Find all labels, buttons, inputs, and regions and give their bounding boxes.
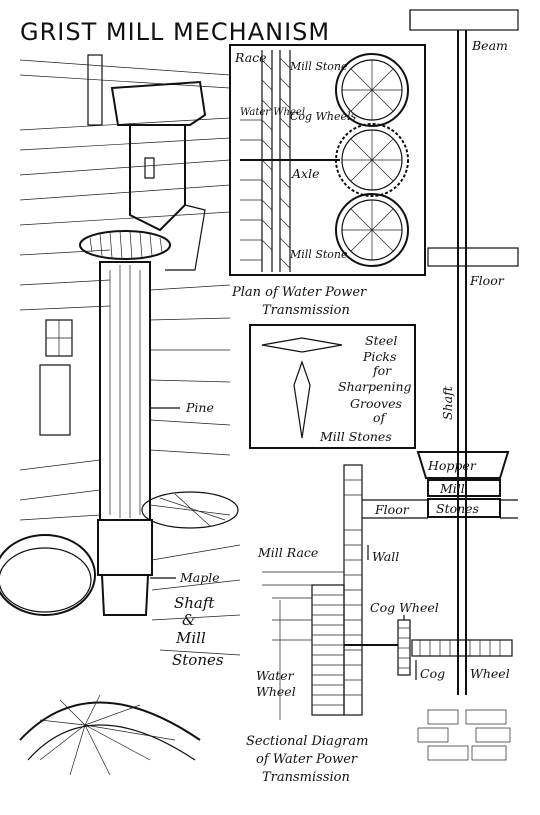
picks-line7: Mill Stones: [319, 429, 392, 444]
label-race: Race: [234, 50, 267, 65]
mill-stone-gear-top: [335, 53, 409, 127]
picks-line4: Sharpening: [338, 379, 412, 394]
label-floor-top: Floor: [469, 273, 505, 288]
label-mill: Mill: [439, 481, 465, 496]
label-water-wheel-2: Wheel: [256, 684, 296, 699]
label-stones: Stones: [172, 651, 224, 669]
label-shaft: Shaft: [174, 594, 215, 612]
label-water-wheel: Water Wheel: [240, 107, 305, 118]
picks-line3: for: [372, 363, 392, 378]
label-hopper: Hopper: [427, 458, 477, 473]
label-cog: Cog: [420, 666, 445, 681]
section-caption-line1: Sectional Diagram: [246, 734, 368, 749]
section-caption-line2: of Water Power: [256, 752, 358, 767]
section-caption-line3: Transmission: [262, 770, 350, 785]
label-axle: Axle: [291, 166, 319, 181]
label-shaft: Shaft: [440, 385, 455, 420]
plan-caption-line1: Plan of Water Power: [231, 285, 367, 300]
label-mill-stone-top: Mill Stone: [289, 60, 348, 73]
steel-picks-box: Steel Picks for Sharpening Grooves of Mi…: [249, 324, 416, 449]
label-mill-race: Mill Race: [257, 545, 318, 560]
page-title: GRIST MILL MECHANISM: [20, 18, 330, 46]
picks-line1: Steel: [365, 333, 397, 348]
mill-stone-gear-bottom: [335, 193, 409, 267]
cog-wheel-gear-middle: [335, 123, 409, 197]
sectional-diagram: Beam Shaft Floor Hopper Mill Stones Floo…: [246, 9, 519, 785]
label-water-wheel-1: Water: [256, 668, 295, 683]
label-floor-mid: Floor: [374, 502, 410, 517]
plan-diagram: Race Mill Stone Cog Wheels Water Wheel A…: [229, 44, 426, 318]
label-pine: Pine: [185, 400, 214, 415]
plan-frame: [229, 44, 426, 276]
label-cog-wheels: Cog Wheels: [290, 110, 357, 123]
plan-caption-line2: Transmission: [262, 303, 350, 318]
label-mill: Mill: [175, 629, 206, 647]
mill-illustration: Pine Maple Shaft & Mill Stones: [0, 54, 241, 776]
label-mill-stone-bottom: Mill Stone: [289, 248, 348, 261]
picks-line5: Grooves: [350, 396, 402, 411]
picks-line6: of: [373, 410, 388, 425]
picks-line2: Picks: [362, 349, 396, 364]
picks-frame: [249, 324, 416, 449]
label-ampersand: &: [182, 611, 195, 629]
label-maple: Maple: [179, 570, 220, 585]
label-stones: Stones: [436, 501, 479, 516]
label-cog-wheel-upper: Cog Wheel: [370, 600, 439, 615]
label-beam: Beam: [471, 38, 508, 53]
label-wheel: Wheel: [470, 666, 510, 681]
label-wall: Wall: [372, 549, 399, 564]
